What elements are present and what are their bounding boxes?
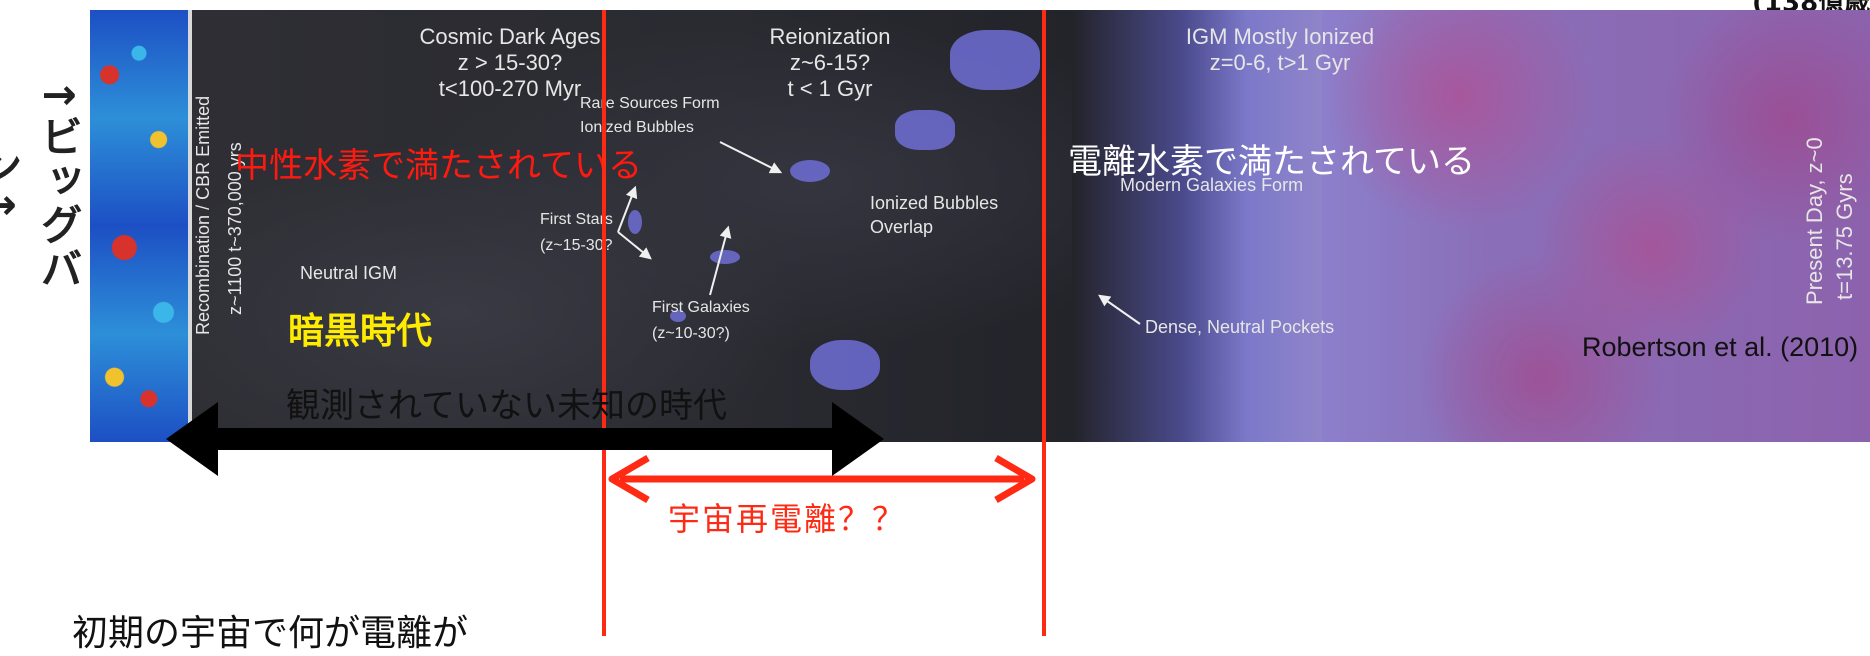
dense-pockets-label: Dense, Neutral Pockets	[1145, 317, 1335, 337]
figure-pointer-arrows	[617, 141, 1141, 325]
first-galaxies-arrow	[709, 225, 732, 296]
first-galaxies-z-label: (z~10-30?)	[652, 325, 730, 342]
cmb-divider	[188, 10, 192, 442]
ionized-region	[1322, 10, 1870, 442]
cosmic-history-figure: Recombination / CBR Emitted z~1100 t~370…	[90, 10, 1870, 442]
first-stars-arrow-up	[617, 185, 638, 233]
neutral-igm-label: Neutral IGM	[300, 263, 398, 283]
rare-sources-label: Rare Sources Form	[580, 95, 720, 112]
reionization-region	[1072, 10, 1322, 442]
ionized-bubbles-label: Ionized Bubbles	[580, 119, 694, 136]
reionization-title: Reionization	[769, 24, 891, 49]
first-stars-label: First Stars	[540, 211, 613, 228]
ionized-bubble	[895, 110, 955, 150]
reionization-start-line	[602, 10, 606, 636]
ionized-bubble	[790, 160, 830, 182]
neutral-hydrogen-annotation: 中性水素で満たされている	[235, 146, 642, 186]
reionization-end-line	[1042, 10, 1046, 636]
rare-sources-arrow	[719, 141, 783, 174]
first-galaxies-label: First Galaxies	[652, 299, 750, 316]
bigbang-label: ↑ビッグバン↑	[0, 78, 83, 292]
dark-ages-t: t<100-270 Myr	[438, 76, 582, 101]
cmb-map-strip	[90, 10, 188, 442]
ionized-hydrogen-annotation: 電離水素で満たされている	[1068, 142, 1475, 182]
ionized-bubble	[710, 250, 740, 264]
unobserved-era-label: 観測されていない未知の時代	[286, 386, 727, 426]
ionized-title: IGM Mostly Ionized	[1185, 24, 1375, 49]
cosmic-reionization-label: 宇宙再電離？？	[668, 500, 907, 538]
ionized-bubble	[670, 310, 686, 322]
first-stars-arrow-right	[617, 231, 652, 260]
ionized-bubble	[950, 30, 1040, 90]
dark-ages-annotation: 暗黒時代	[288, 311, 433, 352]
citation-label: Robertson et al. (2010)	[1582, 332, 1859, 362]
first-stars-z-label: (z~15-30?	[540, 237, 613, 254]
ionized-zt: z=0-6, t>1 Gyr	[1209, 50, 1351, 75]
bubbles-overlap-label: Ionized Bubbles	[870, 193, 999, 213]
reionization-t: t < 1 Gyr	[787, 76, 873, 101]
ionized-bubble	[628, 210, 642, 234]
dark-ages-title: Cosmic Dark Ages	[419, 24, 601, 49]
reionization-z: z~6-15?	[789, 50, 871, 75]
bottom-cut-text: 初期の宇宙で何が電離が	[72, 613, 469, 654]
ionized-bubble	[810, 340, 880, 390]
dark-ages-z: z > 15-30?	[457, 50, 563, 75]
overlap-label: Overlap	[870, 217, 934, 237]
modern-galaxies-label: Modern Galaxies Form	[1120, 175, 1304, 195]
dense-pockets-arrow	[1098, 294, 1141, 325]
